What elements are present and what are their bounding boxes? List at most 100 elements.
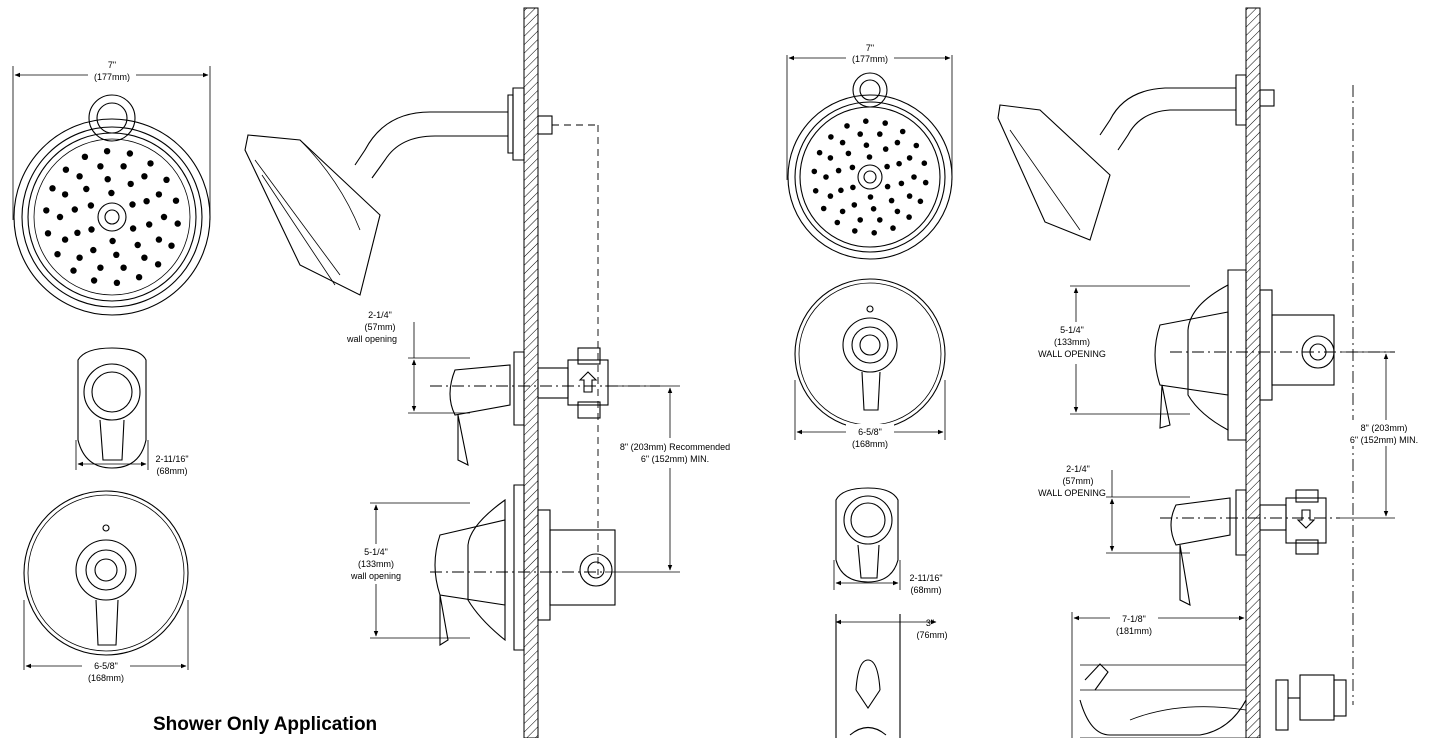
dimension-wall-opening-small: 2-1/4" (57mm) wall opening: [346, 310, 660, 414]
nozzle-dot: [877, 217, 883, 223]
nozzle-dot: [828, 134, 834, 140]
dimension-wall-opening-large-right: 5-1/4" (133mm) WALL OPENING: [1032, 285, 1395, 415]
dimension-label-line2: (57mm): [1063, 476, 1094, 486]
nozzle-dot: [888, 197, 895, 204]
nozzle-dot: [88, 226, 95, 233]
dimension-label-line1: 7": [108, 60, 116, 70]
nozzle-dot: [816, 149, 823, 156]
spray-nozzles: [811, 118, 929, 236]
showerhead-front-view-right: [787, 72, 953, 260]
dimension-label-line3: WALL OPENING: [1038, 349, 1106, 359]
nozzle-dot: [867, 194, 874, 200]
nozzle-dot: [160, 213, 168, 221]
nozzle-dot: [849, 164, 856, 171]
diverter-valve-side-view-right: [1170, 489, 1327, 606]
dimension-label-line3: WALL OPENING: [1038, 488, 1106, 498]
nozzle-dot: [835, 167, 842, 174]
dimension-label-line1: 7-1/8": [1122, 614, 1146, 624]
handle-front-view: [77, 347, 147, 469]
nozzle-dot: [838, 187, 844, 194]
nozzle-dot: [120, 163, 127, 170]
showerhead-side-view-right: [997, 74, 1275, 241]
nozzle-dot: [839, 208, 846, 215]
dimension-label-line2: (68mm): [157, 466, 188, 476]
dimension-label-line1: 2-1/4": [1066, 464, 1090, 474]
nozzle-dot: [899, 128, 906, 135]
nozzle-dot: [90, 277, 98, 284]
showerhead-front-view: [13, 94, 211, 316]
nozzle-dot: [884, 163, 890, 170]
nozzle-dot: [61, 191, 69, 198]
nozzle-dot: [906, 193, 913, 199]
nozzle-dot: [827, 155, 834, 161]
nozzle-dot: [126, 150, 134, 157]
nozzle-dot: [922, 179, 929, 186]
nozzle-dot: [845, 150, 852, 157]
nozzle-dot: [852, 228, 858, 234]
nozzle-dot: [917, 198, 924, 205]
dimension-label-line1: 8" (203mm): [1361, 423, 1408, 433]
dimension-escutcheon-width: 6-5/8" (168mm): [23, 600, 189, 686]
dimension-label-line1: 7": [866, 43, 874, 53]
nozzle-dot: [43, 207, 50, 214]
dimension-spout-reach: 7-1/8" (181mm): [1071, 610, 1245, 738]
nozzle-dot: [863, 118, 869, 124]
nozzle-dot: [896, 160, 902, 167]
dimension-handle-width: 2-11/16" (68mm): [75, 440, 189, 476]
nozzle-dot: [135, 274, 143, 281]
nozzle-dot: [109, 237, 116, 245]
dimension-label-line2: (181mm): [1116, 626, 1152, 636]
showerhead-side-view: [244, 87, 553, 296]
dimension-label-line1: 5-1/4": [364, 547, 388, 557]
trim-escutcheon-front-view: [23, 490, 189, 656]
dimension-label-line2: (68mm): [911, 585, 942, 595]
nozzle-dot: [108, 189, 115, 197]
dimension-head-width: 7" (177mm): [12, 58, 211, 220]
nozzle-dot: [823, 174, 829, 180]
nozzle-dot: [113, 251, 120, 258]
dimension-label-line1: 2-11/16": [909, 573, 942, 583]
nozzle-dot: [134, 241, 141, 249]
dimension-label-line2: 6" (152mm) MIN.: [1350, 435, 1418, 445]
nozzle-dot: [62, 166, 70, 173]
nozzle-dot: [56, 213, 64, 221]
nozzle-dot: [146, 221, 153, 228]
nozzle-dot: [850, 184, 856, 191]
nozzle-dot: [898, 180, 905, 187]
nozzle-dot: [44, 230, 52, 237]
mixing-valve-side-view-right: [1154, 269, 1335, 441]
nozzle-dot: [81, 153, 89, 160]
nozzle-dot: [812, 188, 819, 194]
dimension-label-line2: (57mm): [365, 322, 396, 332]
dimension-label-line1: 8" (203mm) Recommended: [620, 442, 730, 452]
nozzle-dot: [141, 173, 148, 180]
trim-escutcheon-front-view-right: [794, 278, 946, 430]
nozzle-dot: [857, 131, 863, 137]
tub-spout-side-view: [1079, 663, 1247, 739]
nozzle-dot: [154, 261, 162, 268]
nozzle-dot: [90, 246, 97, 254]
dimension-label-line1: 3": [926, 618, 934, 628]
tub-spout-front-view: [835, 614, 901, 738]
dimension-label-line1: 2-1/4": [368, 310, 392, 320]
diverter-valve-side-view: [449, 347, 609, 466]
nozzle-dot: [894, 139, 901, 146]
nozzle-dot: [866, 154, 873, 160]
nozzle-dot: [97, 163, 104, 170]
nozzle-dot: [839, 139, 846, 146]
nozzle-dot: [863, 142, 870, 148]
nozzle-dot: [877, 131, 883, 137]
dimension-valve-spacing: 8" (203mm) Recommended 6" (152mm) MIN.: [605, 385, 738, 573]
nozzle-dot: [97, 264, 104, 271]
nozzle-dot: [911, 174, 917, 180]
nozzle-dot: [155, 236, 163, 243]
nozzle-dot: [76, 254, 83, 261]
nozzle-dot: [921, 160, 928, 166]
nozzle-dot: [834, 219, 841, 226]
nozzle-dot: [882, 146, 889, 152]
nozzle-dot: [49, 185, 56, 192]
nozzle-dot: [74, 229, 81, 236]
dimension-label-line2: (133mm): [358, 559, 394, 569]
wall-section-right: [1245, 7, 1261, 739]
nozzle-dot: [71, 206, 79, 213]
